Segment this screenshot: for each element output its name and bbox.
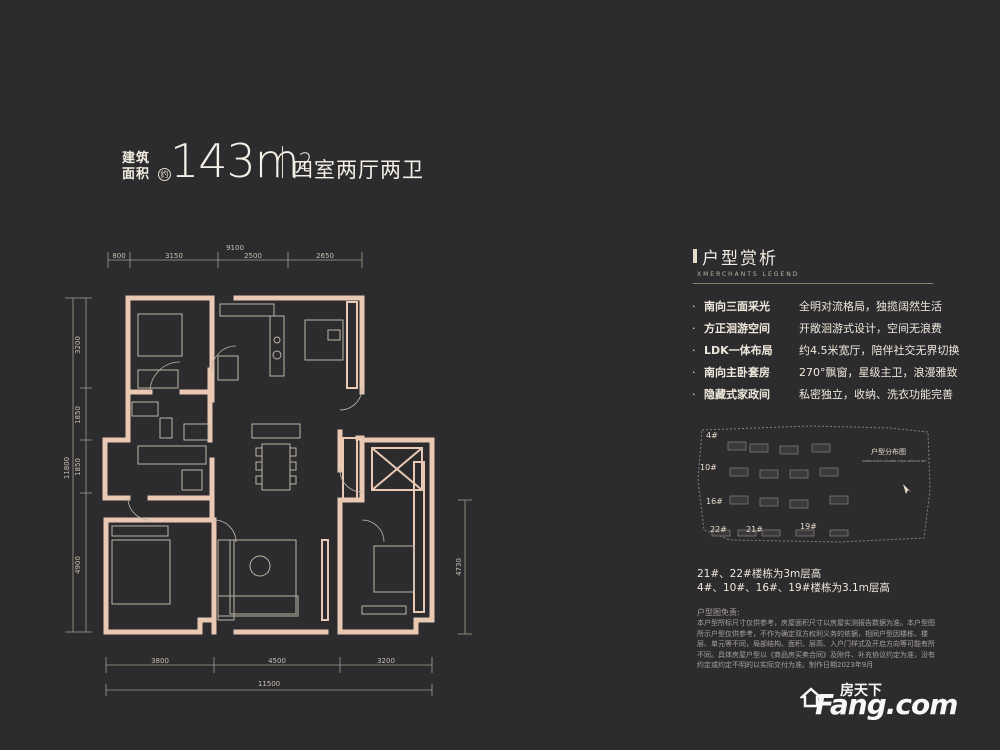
dim-top-total: 9100 <box>226 244 244 252</box>
fang-logo-icon <box>800 687 822 708</box>
feature-row: ·南向三面采光全明对流格局，独揽阔然生活 <box>692 300 942 313</box>
bldg-label: 16# <box>706 497 723 506</box>
dim-bottom-total: 11500 <box>258 680 280 688</box>
heading-bar-icon <box>693 249 697 263</box>
dimension-lines <box>65 252 472 696</box>
dim-left-total: 11800 <box>63 457 71 479</box>
feature-row: ·方正洄游空间开敞洄游式设计，空间无浪费 <box>692 322 942 335</box>
dim-right: 4730 <box>455 558 463 576</box>
dim-top-3: 2500 <box>244 252 262 260</box>
analysis-divider <box>693 283 933 284</box>
watermark-text: Fang.com <box>815 688 958 721</box>
bldg-label: 21# <box>746 525 763 534</box>
floor-height-2: 4#、10#、16#、19#楼栋为3.1m层高 <box>697 582 890 594</box>
dim-left-3: 1850 <box>74 458 82 476</box>
area-value: 143m2 <box>170 134 313 188</box>
dim-left-1: 3200 <box>74 336 82 354</box>
dim-bottom-1: 3800 <box>151 657 169 665</box>
title-divider <box>282 146 283 178</box>
approx-badge: 约 <box>158 168 171 181</box>
site-map-subtitle: XMERCHANTS LEGEND CHINA MINGHU INT <box>862 459 926 463</box>
site-map-title: 户型分布图 <box>871 447 906 456</box>
dim-top-2: 3150 <box>165 252 183 260</box>
layout-name: 四室两厅两卫 <box>292 158 424 182</box>
dim-bottom-2: 4500 <box>268 657 286 665</box>
bldg-label: 4# <box>706 431 718 440</box>
dim-left-4: 4900 <box>74 556 82 574</box>
feature-row: ·LDK一体布局约4.5米宽厅，陪伴社交无界切换 <box>692 344 960 357</box>
analysis-subtitle: XMERCHANTS LEGEND <box>697 271 800 278</box>
north-arrow-icon <box>903 484 911 494</box>
dim-top-1: 800 <box>112 252 125 260</box>
floor-plan: 9100 800 3150 2500 2650 3800 4500 3200 1… <box>63 244 472 696</box>
bldg-label: 19# <box>800 522 817 531</box>
dim-top-4: 2650 <box>316 252 334 260</box>
analysis-heading: 户型赏析 <box>702 249 778 269</box>
dim-bottom-3: 3200 <box>377 657 395 665</box>
site-map: 4# 10# 16# 22# 21# 19# 户型分布图 XMERCHANTS … <box>697 425 931 543</box>
notes-title: 户型图免责: <box>697 608 740 617</box>
feature-row: ·隐藏式家政间私密独立，收纳、洗衣功能完善 <box>692 388 953 401</box>
windows <box>321 301 425 621</box>
furniture <box>111 303 415 621</box>
area-label: 建筑 面积 <box>122 151 151 182</box>
walls <box>102 295 435 635</box>
dim-left-2: 1850 <box>74 406 82 424</box>
disclaimer-notes: 本户型所标尺寸仅供参考，房屋面积尺寸以房屋实测报告数据为准。本户型图所示户型仅供… <box>697 619 935 669</box>
door-swings <box>127 345 385 543</box>
floor-height-1: 21#、22#楼栋为3m层高 <box>697 568 822 580</box>
bldg-label: 22# <box>710 525 727 534</box>
bldg-label: 10# <box>700 463 717 472</box>
watermark-subtext: 房天下 <box>840 683 882 699</box>
